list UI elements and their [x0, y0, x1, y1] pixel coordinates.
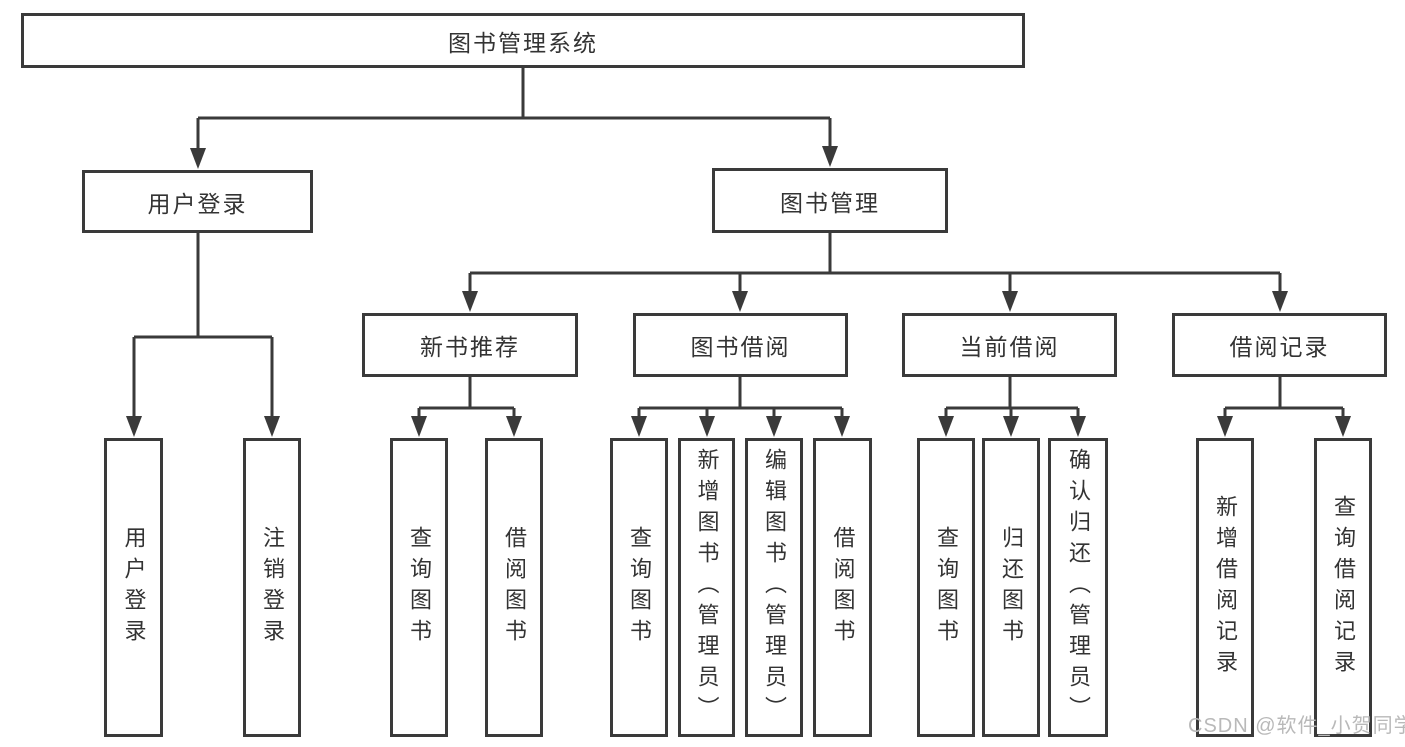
leaf-user-login: 用户登录 — [104, 438, 163, 737]
node-book-management: 图书管理 — [712, 168, 948, 233]
leaf-add-books-admin: 新增图书（管理员） — [678, 438, 735, 737]
leaf-borrow-books-2: 借阅图书 — [813, 438, 872, 737]
leaf-label: 新增图书（管理员） — [694, 448, 720, 727]
leaf-label: 用户登录 — [121, 525, 147, 650]
leaf-label: 借阅图书 — [502, 525, 527, 650]
node-book-borrow: 图书借阅 — [633, 313, 848, 377]
leaf-query-books-2: 查询图书 — [610, 438, 668, 737]
node-label: 用户登录 — [147, 190, 248, 217]
node-user-login: 用户登录 — [82, 170, 313, 233]
leaf-label: 新增借阅记录 — [1213, 494, 1238, 681]
node-new-book-recommend: 新书推荐 — [362, 313, 578, 377]
leaf-confirm-return-admin: 确认归还（管理员） — [1048, 438, 1108, 737]
leaf-add-borrow-record: 新增借阅记录 — [1196, 438, 1254, 737]
leaf-label: 归还图书 — [999, 525, 1024, 650]
node-label: 当前借阅 — [959, 334, 1060, 360]
leaf-label: 借阅图书 — [830, 525, 856, 650]
leaf-label: 确认归还（管理员） — [1066, 448, 1091, 727]
leaf-label: 查询借阅记录 — [1331, 494, 1356, 681]
leaf-return-books: 归还图书 — [982, 438, 1040, 737]
node-current-borrow: 当前借阅 — [902, 313, 1117, 377]
leaf-edit-books-admin: 编辑图书（管理员） — [745, 438, 803, 737]
leaf-label: 查询图书 — [627, 525, 652, 650]
node-label: 新书推荐 — [420, 334, 520, 360]
leaf-query-borrow-record: 查询借阅记录 — [1314, 438, 1372, 737]
leaf-logout: 注销登录 — [243, 438, 301, 737]
watermark: CSDN @软件_小贺同学 — [1188, 715, 1405, 737]
node-label: 借阅记录 — [1229, 334, 1330, 360]
leaf-label: 编辑图书（管理员） — [762, 448, 787, 727]
leaf-query-books-1: 查询图书 — [390, 438, 448, 737]
leaf-borrow-books-1: 借阅图书 — [485, 438, 543, 737]
leaf-label: 查询图书 — [934, 525, 959, 650]
leaf-label: 注销登录 — [260, 525, 285, 650]
arrowheads — [126, 146, 1351, 437]
leaf-label: 查询图书 — [407, 525, 432, 650]
node-label: 图书借阅 — [690, 334, 791, 360]
node-borrow-record: 借阅记录 — [1172, 313, 1387, 377]
leaf-query-books-3: 查询图书 — [917, 438, 975, 737]
node-library-management-system: 图书管理系统 — [21, 13, 1025, 68]
node-label: 图书管理 — [780, 189, 880, 216]
node-label: 图书管理系统 — [448, 29, 598, 56]
